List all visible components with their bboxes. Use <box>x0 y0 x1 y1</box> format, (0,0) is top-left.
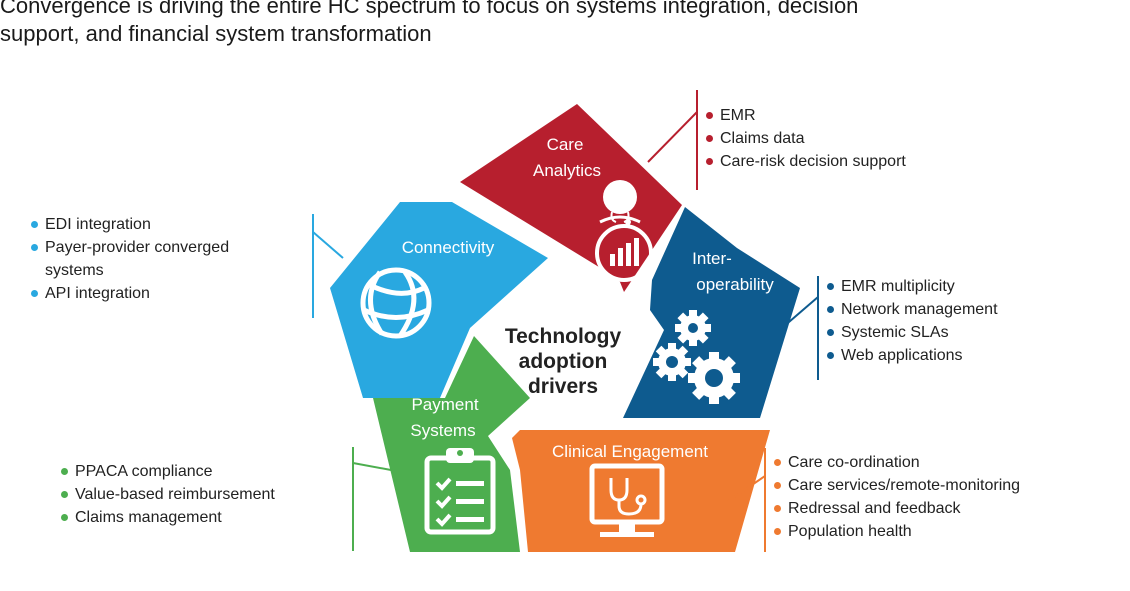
connector-clinical-engagement <box>726 448 766 552</box>
center-label: Technology adoption drivers <box>505 325 622 398</box>
interoperability-label-line-2: operability <box>696 275 774 294</box>
interoperability-label-line-1: Inter- <box>692 249 732 268</box>
list-item-continuation: systems <box>45 262 104 279</box>
segment-payment-systems: Payment Systems <box>373 336 530 552</box>
segment-care-analytics: Care Analytics <box>460 104 682 292</box>
center-label-line-2: adoption <box>519 350 608 373</box>
connector-care-analytics <box>647 90 698 190</box>
segment-connectivity: Connectivity <box>330 202 548 398</box>
care-analytics-label-line-1: Care <box>547 135 584 154</box>
list-item: Web applications <box>826 344 998 367</box>
connector-interoperability <box>781 276 819 380</box>
list-item: API integration <box>30 282 229 305</box>
person-with-chart-icon <box>595 180 653 282</box>
connector-connectivity <box>312 214 344 318</box>
care-analytics-bullets: EMR Claims data Care-risk decision suppo… <box>705 104 906 173</box>
connectivity-bullets: EDI integration Payer-provider converged… <box>30 213 229 305</box>
page-title-line-1: Convergence is driving the entire HC spe… <box>0 0 859 18</box>
list-item: Claims data <box>705 127 906 150</box>
connectivity-shape <box>330 202 548 398</box>
list-item: Claims management <box>60 506 275 529</box>
globe-network-icon <box>360 267 432 339</box>
center-label-line-1: Technology <box>505 325 622 348</box>
clipboard-checklist-icon <box>424 448 496 535</box>
list-item: EMR multiplicity <box>826 275 998 298</box>
list-item: Systemic SLAs <box>826 321 998 344</box>
list-item: Redressal and feedback <box>773 497 1020 520</box>
list-item: PPACA compliance <box>60 460 275 483</box>
connector-payment-systems <box>352 447 392 551</box>
list-item: Network management <box>826 298 998 321</box>
list-item: Care co-ordination <box>773 451 1020 474</box>
page-title: Convergence is driving the entire HC spe… <box>0 0 1110 48</box>
list-item: Care-risk decision support <box>705 150 906 173</box>
payment-systems-label-line-2: Systems <box>410 421 475 440</box>
payment-systems-bullets: PPACA compliance Value-based reimburseme… <box>60 460 275 529</box>
gears-icon <box>653 310 740 404</box>
clinical-engagement-label: Clinical Engagement <box>552 442 708 461</box>
list-item: Value-based reimbursement <box>60 483 275 506</box>
segment-interoperability: Inter- operability <box>623 207 800 418</box>
connectivity-label: Connectivity <box>402 238 495 257</box>
list-item: EDI integration <box>30 213 229 236</box>
list-item: Population health <box>773 520 1020 543</box>
segment-clinical-engagement: Clinical Engagement <box>512 430 770 552</box>
clinical-engagement-bullets: Care co-ordination Care services/remote-… <box>773 451 1020 543</box>
list-item: Payer-provider converged <box>30 236 229 259</box>
page-title-line-2: support, and financial system transforma… <box>0 21 432 46</box>
care-analytics-label-line-2: Analytics <box>533 161 601 180</box>
monitor-stethoscope-icon <box>589 463 665 537</box>
list-item: EMR <box>705 104 906 127</box>
interoperability-bullets: EMR multiplicity Network management Syst… <box>826 275 998 367</box>
clinical-engagement-shape <box>512 430 770 552</box>
center-label-line-3: drivers <box>528 375 598 398</box>
payment-systems-label-line-1: Payment <box>411 395 478 414</box>
list-item: Care services/remote-monitoring <box>773 474 1020 497</box>
